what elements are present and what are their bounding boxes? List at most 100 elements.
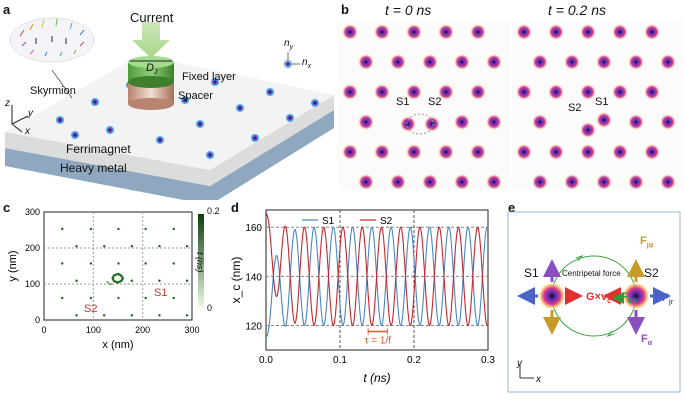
- skyrmion: [341, 143, 359, 161]
- current-label: Current: [130, 10, 174, 25]
- ny-label: ny: [284, 38, 294, 51]
- skyrmion: [579, 83, 597, 101]
- skyrmion: [547, 83, 565, 101]
- fjr-label: Fjr: [662, 292, 674, 307]
- lattice-dot: [130, 314, 134, 317]
- heavy-metal-layer: [5, 110, 334, 200]
- skyrmion: [357, 53, 375, 71]
- lattice-dot: [75, 279, 78, 282]
- skyrmion: [357, 173, 375, 190]
- skyrmion: [627, 113, 645, 131]
- color-wheel-legend: [283, 52, 300, 69]
- panel-c-axes-frame: [43, 211, 193, 321]
- y-axis-label: x_c (nm): [230, 257, 243, 304]
- legend-label-s1: S1: [322, 216, 335, 227]
- skyrmion-s1: [595, 111, 613, 129]
- x-tick-label: 0: [41, 325, 46, 335]
- panel-b-left-s1: S1: [396, 96, 410, 108]
- panel-e-letter: e: [508, 200, 516, 215]
- lattice-dot: [158, 279, 161, 282]
- panel-b-right-title: t = 0.2 ns: [548, 2, 606, 18]
- colorbar: [198, 214, 204, 310]
- y-tick-label: 140: [245, 272, 262, 283]
- lattice-dot: [61, 227, 64, 231]
- skyrmion: [405, 83, 423, 101]
- current-arrow: [132, 22, 170, 58]
- lattice-dot: [144, 227, 147, 231]
- skyrmion: [469, 83, 487, 101]
- skyrmion: [643, 143, 661, 161]
- axis-z-label: z: [5, 98, 10, 109]
- skyrmion: [515, 143, 533, 161]
- lattice-dot: [130, 279, 134, 282]
- panel-c-letter: c: [3, 200, 11, 215]
- panel-e-axis-y: y: [517, 358, 522, 369]
- g-vc-label: G×vc: [586, 291, 612, 306]
- axis-x-label: x: [25, 126, 30, 137]
- skyrmion: [515, 83, 533, 101]
- skyrmion: [341, 83, 359, 101]
- skyrmion: [453, 53, 471, 71]
- skyrmion: [389, 53, 407, 71]
- panel-c-s2: S2: [84, 303, 98, 315]
- x-tick-label: 100: [86, 325, 101, 335]
- panel-b-left-title: t = 0 ns: [385, 2, 432, 18]
- panel-e-force-diagram: [507, 211, 681, 393]
- x-tick-label: 0.1: [333, 355, 347, 366]
- xy-axes-icon: [519, 364, 534, 379]
- skyrmion: [531, 53, 549, 71]
- fjphi-label: Fjφ: [640, 235, 654, 250]
- lattice-dot: [61, 296, 64, 300]
- panel-b-left-s2: S2: [428, 96, 442, 108]
- lattice-dot: [185, 245, 189, 248]
- skyrmion-s1: [538, 282, 566, 310]
- axis-y-label: y: [28, 108, 33, 119]
- skyrmion: [611, 23, 629, 41]
- skyrmion-s2: [423, 115, 441, 133]
- y-tick-label: 160: [245, 223, 262, 234]
- skyrmion: [627, 53, 645, 71]
- skyrmion: [373, 23, 391, 41]
- skyrmion: [531, 113, 549, 131]
- skyrmion: [595, 173, 613, 190]
- y-tick-label: 200: [25, 243, 40, 253]
- axes-3d-icon: [11, 105, 29, 133]
- y-tick-label: 0: [35, 315, 40, 325]
- skyrmion: [643, 83, 661, 101]
- y-axis-label: y (nm): [7, 250, 19, 281]
- lattice-dot: [89, 227, 93, 231]
- series-line-s1: [265, 226, 489, 339]
- x-axis-label: t (ns): [363, 371, 390, 385]
- lattice-dot: [75, 314, 78, 317]
- fixed-layer-label: Fixed layer: [182, 71, 236, 83]
- lattice-dot: [117, 262, 120, 265]
- skyrmion: [515, 23, 533, 41]
- panel-d-letter: d: [231, 200, 239, 215]
- skyrmion: [547, 23, 565, 41]
- x-tick-label: 200: [135, 325, 150, 335]
- lattice-dot: [172, 262, 175, 265]
- colorbar-bottom-label: 0: [207, 303, 213, 313]
- lattice-dot: [158, 245, 161, 248]
- skyrmion: [611, 83, 629, 101]
- centripetal-label: Centripetal force: [562, 269, 621, 278]
- panel-b-skyrmion-maps: [338, 20, 683, 190]
- skyrmion: [643, 23, 661, 41]
- skyrmion: [453, 173, 471, 190]
- fss-label: FSS: [621, 291, 638, 306]
- skyrmion: [659, 173, 677, 190]
- x-tick-label: 0.2: [407, 355, 421, 366]
- skyrmion: [485, 53, 503, 71]
- skyrmion: [485, 113, 503, 131]
- x-tick-label: 0.0: [259, 355, 273, 366]
- skyrmion: [437, 23, 455, 41]
- panel-a-illustration: [5, 17, 334, 200]
- heavy-metal-label: Heavy metal: [60, 161, 127, 175]
- skyrmion: [611, 143, 629, 161]
- lattice-dot: [89, 296, 93, 300]
- skyrmion: [659, 113, 677, 131]
- skyrmion: [627, 173, 645, 190]
- falpha-label: Fα: [641, 333, 653, 348]
- skyrmion: [547, 143, 565, 161]
